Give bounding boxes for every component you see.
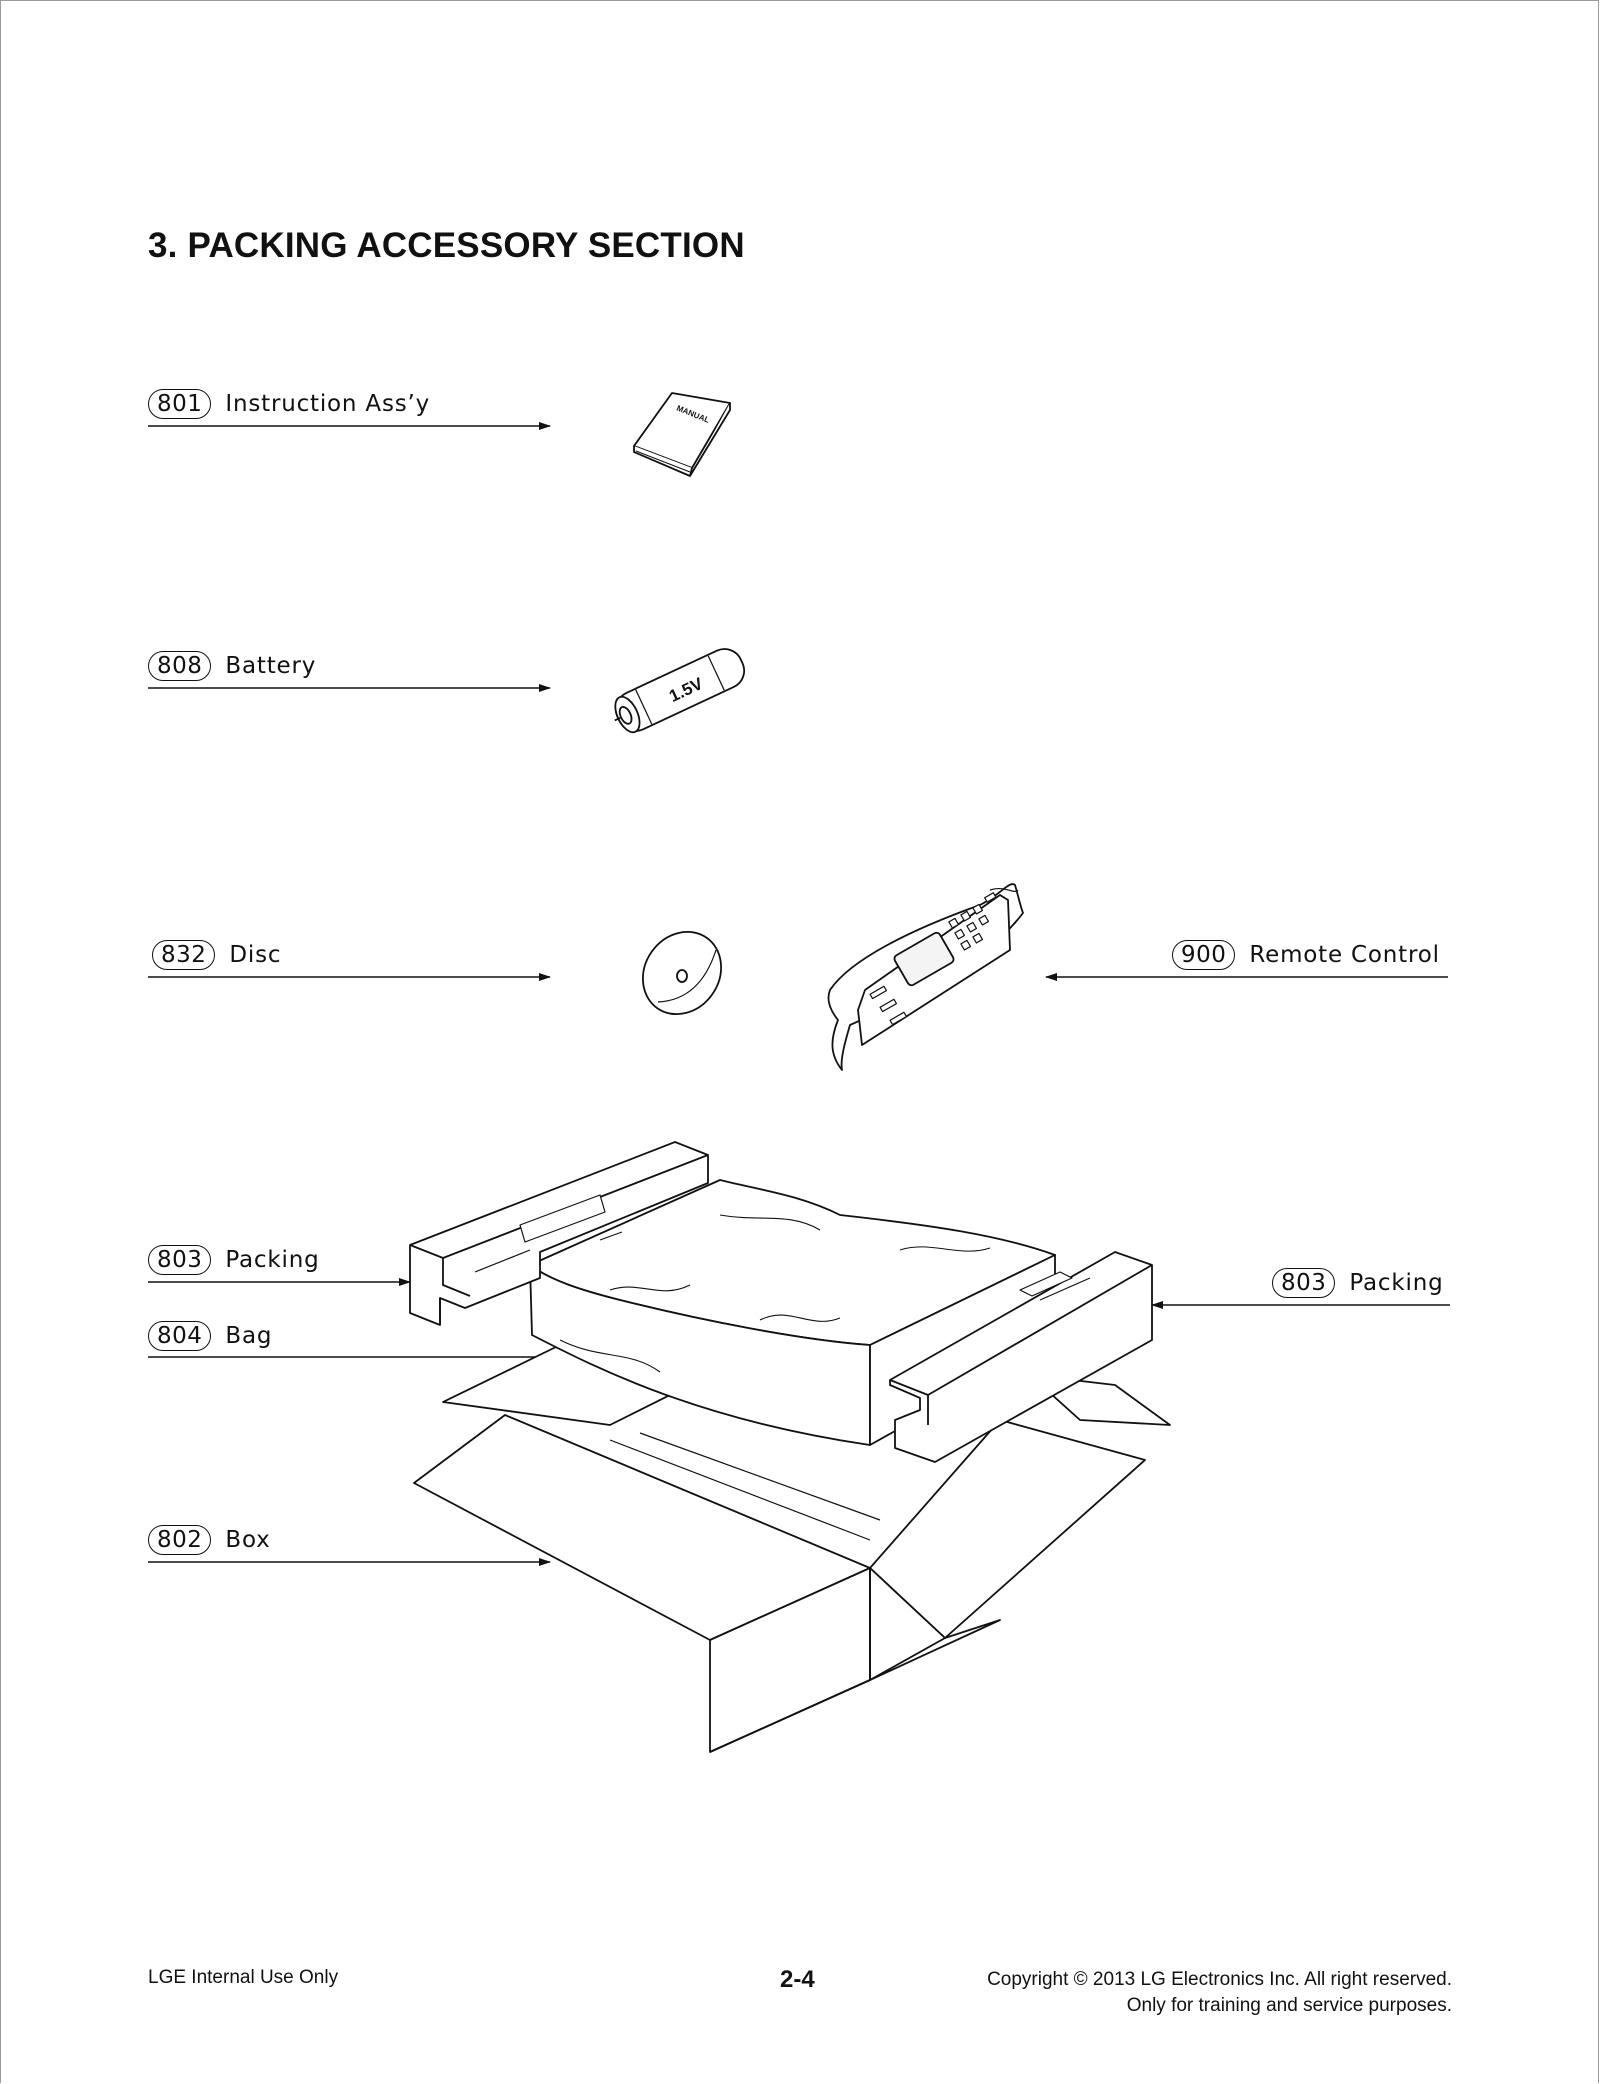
callout-packing-left: 803 Packing [148,1244,319,1276]
part-label: Battery [225,653,317,679]
part-label: Box [225,1527,271,1553]
part-number-badge: 832 [152,940,216,970]
part-number-badge: 808 [148,651,212,681]
callout-battery: 808 Battery [148,650,316,682]
footer-copyright: Copyright © 2013 LG Electronics Inc. All… [987,1967,1452,2019]
packing-left-illustration [409,1141,709,1326]
part-number-badge: 804 [148,1321,212,1351]
copyright-line-1: Copyright © 2013 LG Electronics Inc. All… [987,1969,1452,1990]
part-label: Remote Control [1249,942,1440,968]
copyright-line-2: Only for training and service purposes. [1126,1995,1452,2016]
section-title: 3. PACKING ACCESSORY SECTION [148,226,745,265]
part-number-badge: 802 [148,1525,212,1555]
part-number-badge: 803 [148,1245,212,1275]
battery-illustration: 1.5V [614,648,746,734]
remote-control-illustration [827,883,1024,1071]
part-label: Disc [229,942,282,968]
part-number-badge: 900 [1172,940,1236,970]
callout-bag: 804 Bag [148,1320,272,1352]
packing-right-illustration [889,1251,1153,1463]
part-label: Packing [225,1247,320,1273]
part-label: Bag [225,1323,273,1349]
box-illustration [413,1344,1171,1753]
leader-lines [148,422,1450,1566]
part-label: Instruction Ass’y [225,391,431,417]
callout-disc: 832 Disc [152,939,281,971]
part-number-badge: 801 [148,389,212,419]
callout-remote-control: 900 Remote Control [1172,939,1440,971]
disc-illustration [642,930,722,1016]
page-number: 2-4 [780,1966,815,1993]
callout-packing-right: 803 Packing [1272,1267,1443,1299]
footer-internal-use: LGE Internal Use Only [148,1967,339,1988]
part-number-badge: 803 [1272,1268,1336,1298]
manual-illustration: MANUAL [633,392,731,477]
callout-box: 802 Box [148,1524,271,1556]
part-label: Packing [1349,1270,1444,1296]
callout-instruction-assy: 801 Instruction Ass’y [148,388,430,420]
